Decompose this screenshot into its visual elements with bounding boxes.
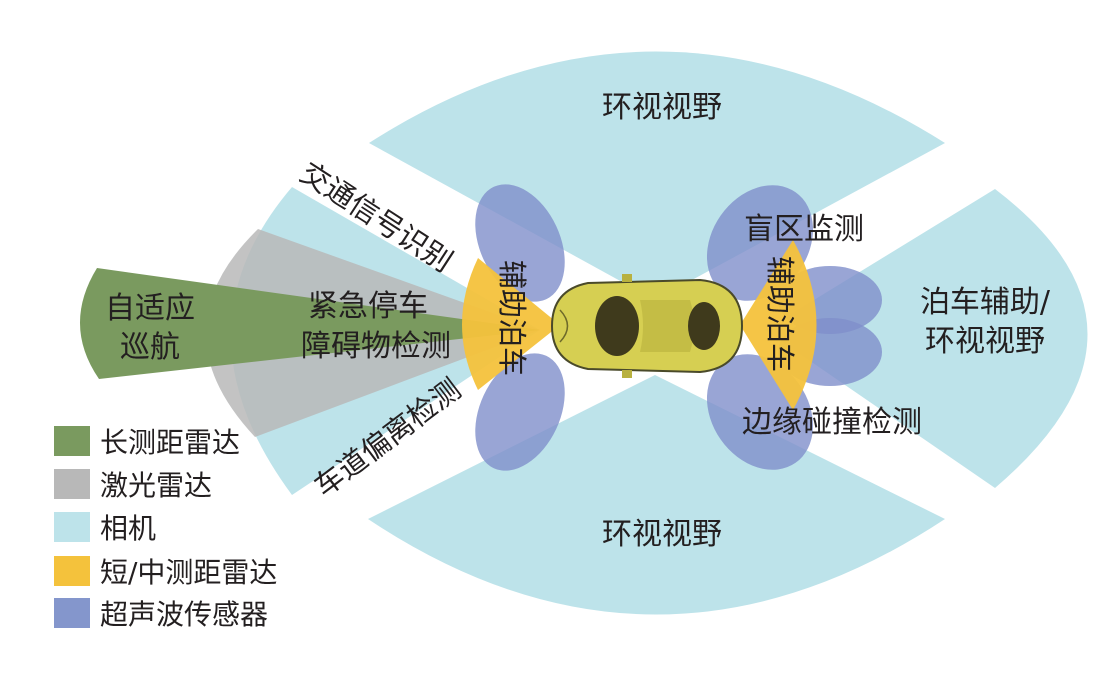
acc-label-line1: 自适应	[105, 291, 195, 326]
car	[550, 274, 744, 378]
ultrasonic-front-lower-lobe	[475, 353, 565, 471]
car-mirror-left	[622, 274, 632, 282]
legend-item-ultrasonic: 超声波传感器	[54, 598, 268, 631]
legend-label-camera: 相机	[100, 512, 156, 545]
surround-bottom-label: 环视视野	[602, 517, 722, 552]
surround-top-label: 环视视野	[602, 90, 722, 125]
camera-surround-top-zone	[369, 51, 945, 300]
rear-label-line1: 泊车辅助/	[920, 285, 1051, 320]
blind-spot-label: 盲区监测	[744, 212, 864, 247]
legend: 长测距雷达 激光雷达 相机 短/中测距雷达 超声波传感器	[54, 426, 277, 631]
legend-label-long-range-radar: 长测距雷达	[100, 426, 240, 459]
short-mid-radar-zones	[462, 240, 817, 410]
long-range-radar-zone	[79, 268, 540, 379]
car-roof	[640, 300, 694, 352]
legend-swatch-lidar	[54, 469, 90, 499]
aeb-label-line2: 障碍物检测	[301, 329, 451, 364]
legend-label-short-mid-radar: 短/中测距雷达	[100, 556, 277, 589]
legend-item-camera: 相机	[54, 512, 156, 545]
camera-surround-bottom-zone	[368, 375, 945, 615]
legend-swatch-long-range-radar	[54, 426, 90, 456]
legend-item-long-range-radar: 长测距雷达	[54, 426, 240, 459]
legend-item-lidar: 激光雷达	[54, 469, 212, 502]
car-windshield	[595, 296, 639, 356]
aeb-label-line1: 紧急停车	[308, 289, 428, 324]
rear-label-line2: 环视视野	[925, 324, 1045, 359]
ultrasonic-front-upper-lobe	[475, 184, 565, 302]
acc-label-line2: 巡航	[120, 330, 180, 365]
short-radar-rear-zone	[740, 240, 817, 410]
edge-collision-label: 边缘碰撞检测	[742, 405, 922, 440]
legend-swatch-camera	[54, 512, 90, 542]
car-hood-line	[559, 309, 569, 343]
legend-swatch-short-mid-radar	[54, 556, 90, 586]
car-rear-window	[688, 302, 720, 350]
legend-label-ultrasonic: 超声波传感器	[100, 598, 268, 631]
legend-label-lidar: 激光雷达	[100, 469, 212, 502]
legend-item-short-mid-radar: 短/中测距雷达	[54, 556, 277, 589]
park-rear-label: 辅助泊车	[763, 256, 797, 372]
legend-swatch-ultrasonic	[54, 598, 90, 628]
camera-rear-zone	[765, 189, 1088, 488]
short-radar-front-zone	[462, 258, 560, 390]
park-front-label: 辅助泊车	[495, 260, 529, 376]
car-mirror-right	[622, 370, 632, 378]
